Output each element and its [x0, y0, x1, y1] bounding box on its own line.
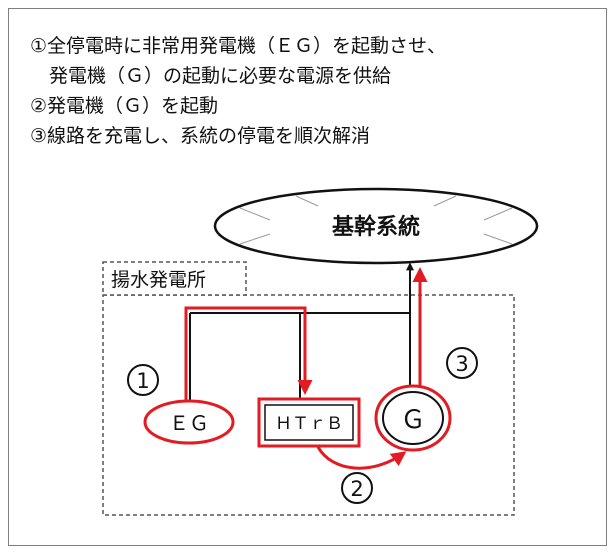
step-1-continued-text: 発電機（Ｇ）の起動に必要な電源を供給 [30, 65, 392, 87]
htrb-label: ＨＴｒＢ [275, 414, 343, 434]
grid-tick [239, 207, 271, 221]
grid-tick [483, 207, 513, 221]
station-box [102, 294, 515, 516]
svg-text:3: 3 [455, 352, 468, 376]
grid-label: 基幹系統 [332, 214, 420, 240]
svg-text:2: 2 [350, 477, 363, 501]
grid-tick [295, 195, 319, 207]
g-label: Ｇ [400, 405, 425, 434]
g-node: Ｇ [374, 384, 452, 452]
eg-label: ＥＧ [169, 411, 209, 435]
grid-ellipse [213, 187, 539, 265]
station-label: 揚水発電所 [111, 269, 206, 291]
step-1-text: ①全停電時に非常用発電機（ＥＧ）を起動させ、 [30, 35, 447, 57]
step-1-marker: 1 [127, 364, 159, 396]
htrb-inner-box [264, 404, 354, 441]
step-2-marker: 2 [341, 472, 373, 504]
step-2-text: ②発電機（Ｇ）を起動 [30, 95, 219, 117]
grid-tick [239, 233, 271, 245]
grid-node: 基幹系統 [213, 187, 539, 265]
step-1-path [184, 306, 313, 400]
grid-tick [483, 233, 513, 245]
grid-tick [433, 195, 457, 207]
svg-text:1: 1 [136, 369, 149, 393]
g-inner-circle [382, 391, 444, 445]
step-2-path [316, 446, 407, 470]
eg-node: ＥＧ [143, 399, 235, 445]
step-3-marker: 3 [446, 347, 478, 379]
eg-ellipse [143, 399, 235, 445]
htrb-node: ＨＴｒＢ [257, 397, 361, 448]
station-label-box [102, 261, 247, 296]
busbar [189, 262, 414, 400]
step-3-text: ③線路を充電し、系統の停電を順次解消 [30, 125, 371, 147]
